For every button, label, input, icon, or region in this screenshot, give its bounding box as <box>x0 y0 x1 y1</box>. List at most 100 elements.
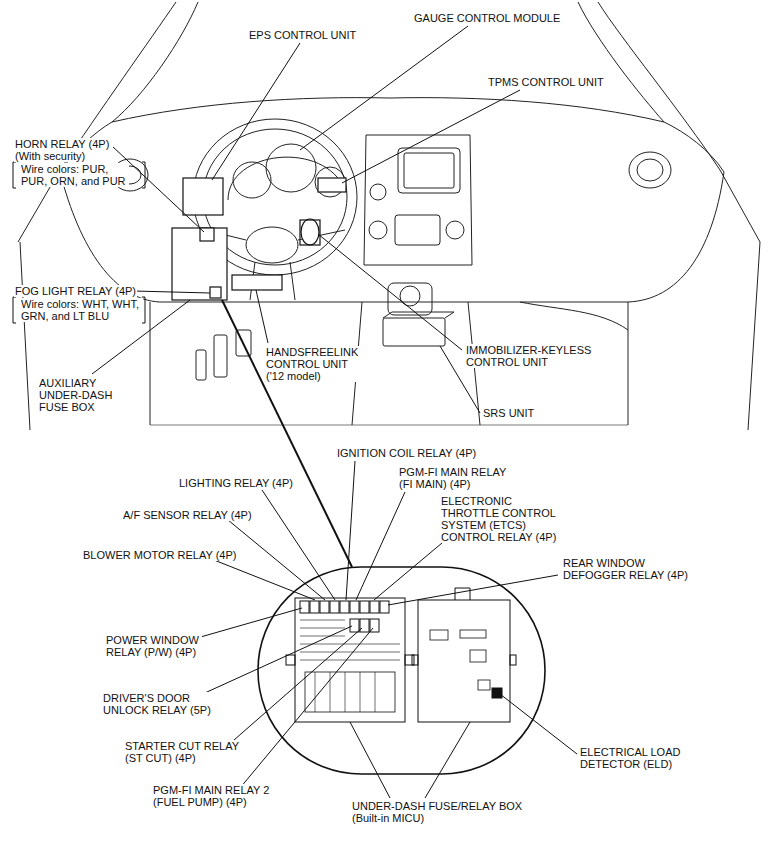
line-art <box>370 184 386 200</box>
callout-label: PGM-FI MAIN RELAY 2 (FUEL PUMP) (4P) <box>152 784 273 808</box>
car-interior <box>18 2 760 430</box>
line-art <box>60 172 724 302</box>
line-art <box>233 162 271 198</box>
bracket <box>13 162 145 323</box>
line-art <box>232 275 282 290</box>
callout-label: PGM-FI MAIN RELAY (FI MAIN) (4P) <box>398 466 510 490</box>
line-art <box>340 601 349 613</box>
line-art <box>183 178 223 215</box>
line-art <box>13 162 16 188</box>
line-art <box>13 297 16 323</box>
callout-label: Wire colors: WHT, WHT, GRN, and LT BLU <box>20 298 143 322</box>
callout-label: HANDSFREELINK CONTROL UNIT ('12 model) <box>265 346 362 382</box>
line-art <box>185 626 352 702</box>
line-art <box>360 601 369 613</box>
line-art <box>318 178 346 192</box>
line-art <box>240 628 373 788</box>
line-art <box>301 219 319 245</box>
line-art <box>510 655 516 665</box>
leader-lines <box>92 26 520 567</box>
line-art <box>364 135 472 265</box>
line-art <box>478 680 490 690</box>
callout-label: GAUGE CONTROL MODULE <box>413 12 561 24</box>
line-art <box>628 302 629 425</box>
callout-label: TPMS CONTROL UNIT <box>487 76 605 88</box>
callout-label: DRIVER'S DOOR UNLOCK RELAY (5P) <box>102 692 214 716</box>
line-art <box>374 543 442 600</box>
line-art <box>637 159 663 181</box>
line-art <box>212 43 300 180</box>
line-art <box>315 672 375 712</box>
line-art <box>360 619 369 632</box>
fuse-relay-box-inset <box>258 567 545 774</box>
line-art <box>629 152 671 188</box>
line-art <box>150 425 628 426</box>
line-art <box>18 2 176 242</box>
line-art <box>258 567 545 774</box>
line-art <box>112 98 664 122</box>
callout-label: IGNITION COIL RELAY (4P) <box>336 447 477 459</box>
line-art <box>228 520 325 600</box>
line-art <box>290 262 295 300</box>
callout-label: SRS UNIT <box>482 407 535 419</box>
line-art <box>295 598 405 722</box>
line-art <box>446 221 464 239</box>
line-art <box>388 575 558 605</box>
line-art <box>492 688 502 698</box>
callout-label: REAR WINDOW DEFOGGER RELAY (4P) <box>562 557 692 581</box>
callout-label: STARTER CUT RELAY (ST CUT) (4P) <box>124 740 243 764</box>
line-art <box>578 2 664 122</box>
line-art <box>150 302 151 425</box>
callout-label: IMMOBILIZER-KEYLESS CONTROL UNIT <box>465 344 595 368</box>
line-art <box>190 608 302 640</box>
line-art <box>395 215 440 245</box>
line-art <box>256 290 268 343</box>
line-art <box>350 722 390 798</box>
line-art <box>318 234 462 350</box>
line-art <box>286 655 295 665</box>
line-art <box>342 90 520 183</box>
line-art <box>210 287 221 298</box>
line-art <box>310 601 319 613</box>
line-art <box>388 283 432 315</box>
callout-label: A/F SENSOR RELAY (4P) <box>122 509 253 521</box>
line-art <box>300 620 400 660</box>
line-art <box>214 560 315 600</box>
line-art <box>134 291 210 293</box>
line-art <box>370 601 379 613</box>
line-art <box>112 2 198 122</box>
line-art <box>300 26 468 150</box>
callout-label: UNDER-DASH FUSE/RELAY BOX (Built-in MICU… <box>351 800 526 824</box>
line-art <box>455 588 470 600</box>
line-art <box>300 601 309 613</box>
callout-label: ELECTRICAL LOAD DETECTOR (ELD) <box>579 746 684 770</box>
callout-label: HORN RELAY (4P) (With security) <box>14 138 113 162</box>
callout-label: Wire colors: PUR, PUR, ORN, and PUR <box>20 163 129 187</box>
callout-label: EPS CONTROL UNIT <box>248 29 357 41</box>
callout-label: AUXILIARY UNDER-DASH FUSE BOX <box>38 377 116 413</box>
line-art <box>346 461 355 600</box>
line-art <box>398 148 460 193</box>
line-art <box>112 146 204 232</box>
line-art <box>350 601 359 613</box>
line-art <box>330 601 339 613</box>
line-art <box>412 655 418 665</box>
line-art <box>356 492 405 600</box>
line-art <box>228 157 345 200</box>
line-art <box>470 650 486 662</box>
callout-label: FOG LIGHT RELAY (4P) <box>14 285 137 297</box>
line-art <box>196 350 206 380</box>
line-art <box>430 630 448 640</box>
component-symbols <box>172 178 346 300</box>
line-art <box>172 228 227 300</box>
callout-label: BLOWER MOTOR RELAY (4P) <box>82 549 237 561</box>
line-art <box>142 162 145 188</box>
line-art <box>315 167 345 197</box>
line-art <box>246 227 298 263</box>
callout-label: ELECTRONIC THROTTLE CONTROL SYSTEM (ETCS… <box>440 495 560 543</box>
line-art <box>598 2 760 242</box>
line-art <box>383 318 445 346</box>
callout-label: LIGHTING RELAY (4P) <box>178 477 294 489</box>
line-art <box>425 722 470 798</box>
